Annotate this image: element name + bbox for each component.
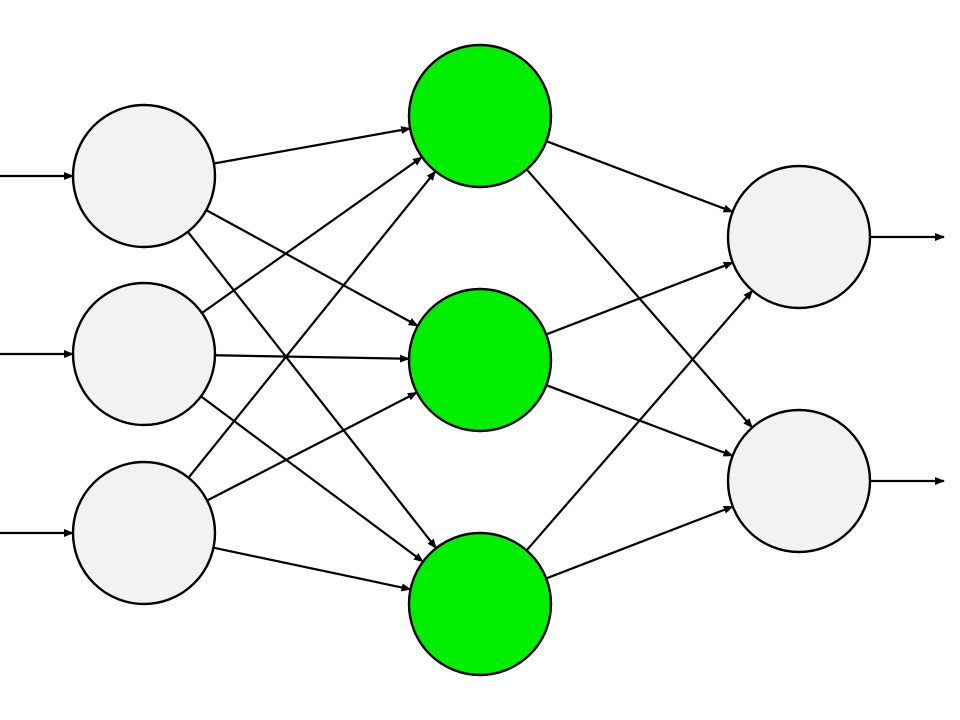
- edge-input-1-to-hidden-3: [186, 231, 438, 549]
- connections-layer: [186, 126, 754, 592]
- edge-input-3-to-hidden-3: [213, 546, 412, 592]
- output-node-1: [726, 164, 872, 310]
- output-node-2: [726, 408, 872, 554]
- input-node-2: [71, 281, 217, 427]
- nodes-layer: [71, 43, 872, 677]
- edge-input-1-to-hidden-2: [205, 209, 419, 327]
- edge-input-3-to-hidden-2: [206, 391, 418, 502]
- hidden-node-1: [407, 43, 553, 189]
- edge-input-2-to-hidden-3: [200, 395, 424, 563]
- io-arrows-layer: [0, 172, 945, 537]
- edge-input-2-to-hidden-1: [201, 156, 423, 314]
- hidden-node-3: [407, 531, 553, 677]
- edge-hidden-1-to-output-1: [545, 140, 734, 213]
- edge-input-3-to-hidden-1: [187, 170, 437, 479]
- hidden-node-2: [407, 287, 553, 433]
- edge-input-1-to-hidden-1: [213, 126, 412, 165]
- edge-hidden-3-to-output-2: [545, 505, 734, 580]
- edge-input-2-to-hidden-2: [214, 354, 411, 363]
- input-node-1: [71, 103, 217, 249]
- input-node-3: [71, 460, 217, 606]
- edge-hidden-3-to-output-1: [525, 289, 754, 552]
- edge-hidden-2-to-output-1: [545, 261, 734, 336]
